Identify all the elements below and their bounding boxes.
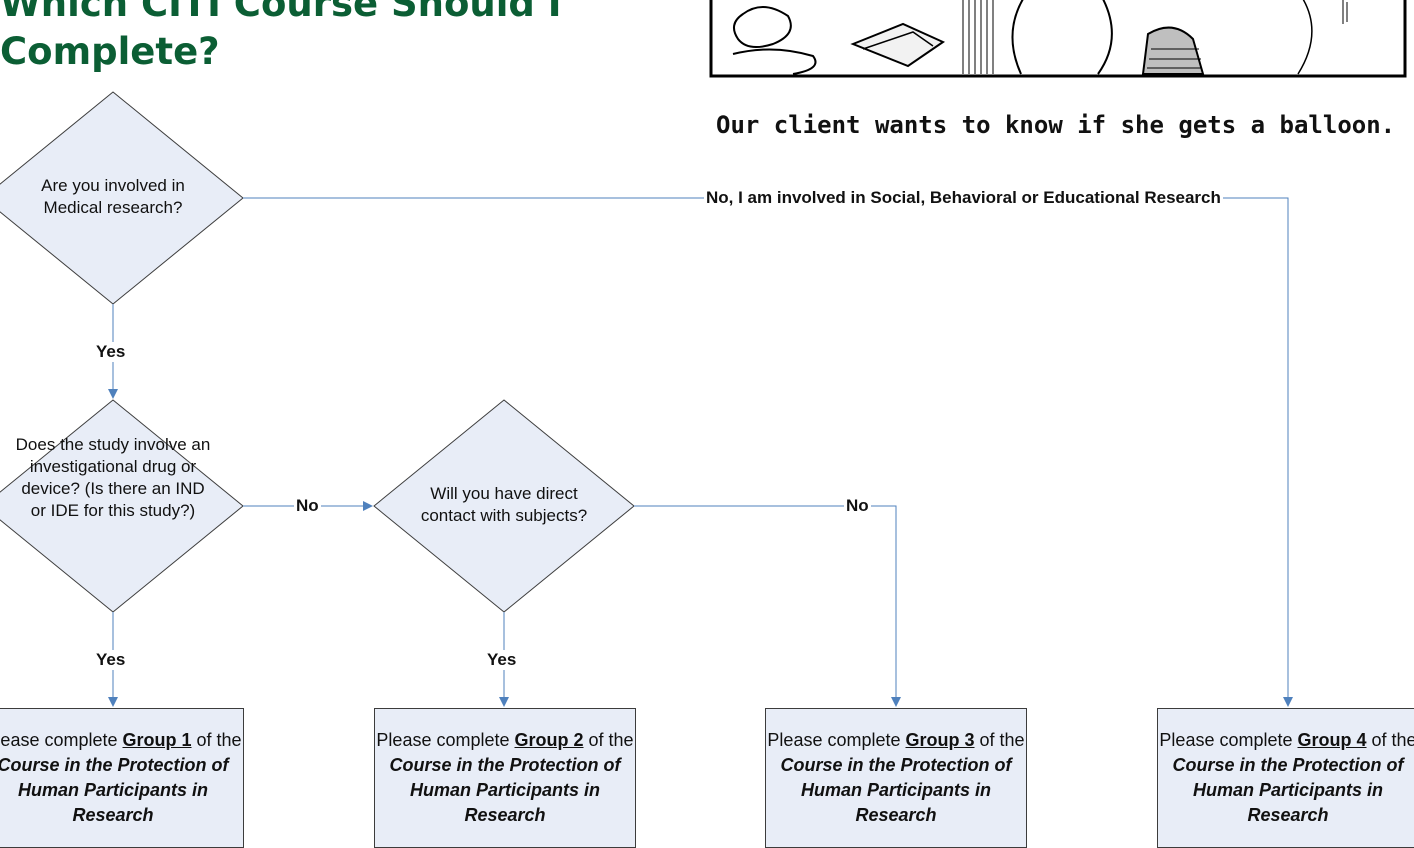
outcome-prefix: Please complete [376, 730, 515, 750]
title-line-2: Complete? [0, 30, 220, 73]
outcome-group-label: Group 2 [514, 730, 584, 750]
connector-medical-no [243, 197, 1293, 707]
cartoon-illustration [709, 0, 1407, 78]
page-title: Which CITI Course Should I Complete? [0, 0, 620, 76]
cartoon-caption: Our client wants to know if she gets a b… [716, 111, 1396, 139]
outcome-course-name: Course in the Protection of Human Partic… [780, 755, 1012, 825]
connector-contact-no [634, 505, 901, 707]
outcome-box-group-2: Please complete Group 2 of the Course in… [374, 708, 636, 848]
edge-label-yes-contact: Yes [485, 650, 519, 670]
decision-medical-text: Are you involved in Medical research? [41, 176, 185, 217]
outcome-course-name: Course in the Protection of Human Partic… [0, 755, 229, 825]
edge-label-no-contact: No [844, 496, 871, 516]
decision-contact-text: Will you have direct contact with subjec… [420, 484, 588, 525]
outcome-box-group-3: Please complete Group 3 of the Course in… [765, 708, 1027, 848]
outcome-prefix: Please complete [0, 730, 118, 750]
outcome-prefix: Please complete [767, 730, 906, 750]
outcome-box-group-1: Please complete Group 1 of the Course in… [0, 708, 244, 848]
outcome-suffix: of the [191, 730, 242, 750]
outcome-suffix: of the [974, 730, 1025, 750]
outcome-course-name: Course in the Protection of Human Partic… [389, 755, 621, 825]
outcome-suffix: of the [583, 730, 634, 750]
edge-label-social: No, I am involved in Social, Behavioral … [704, 188, 1223, 208]
outcome-prefix: Please complete [1159, 730, 1298, 750]
edge-label-yes-medical: Yes [94, 342, 128, 362]
outcome-box-group-4: Please complete Group 4 of the Course in… [1157, 708, 1414, 848]
outcome-group-label: Group 1 [122, 730, 192, 750]
outcome-course-name: Course in the Protection of Human Partic… [1172, 755, 1404, 825]
edge-label-yes-drug: Yes [94, 650, 128, 670]
outcome-suffix: of the [1366, 730, 1414, 750]
edge-label-no-drug: No [294, 496, 321, 516]
outcome-group-label: Group 3 [905, 730, 975, 750]
outcome-group-label: Group 4 [1297, 730, 1367, 750]
decision-drug-text: Does the study involve an investigationa… [15, 435, 211, 520]
title-line-1: Which CITI Course Should I [0, 0, 562, 25]
